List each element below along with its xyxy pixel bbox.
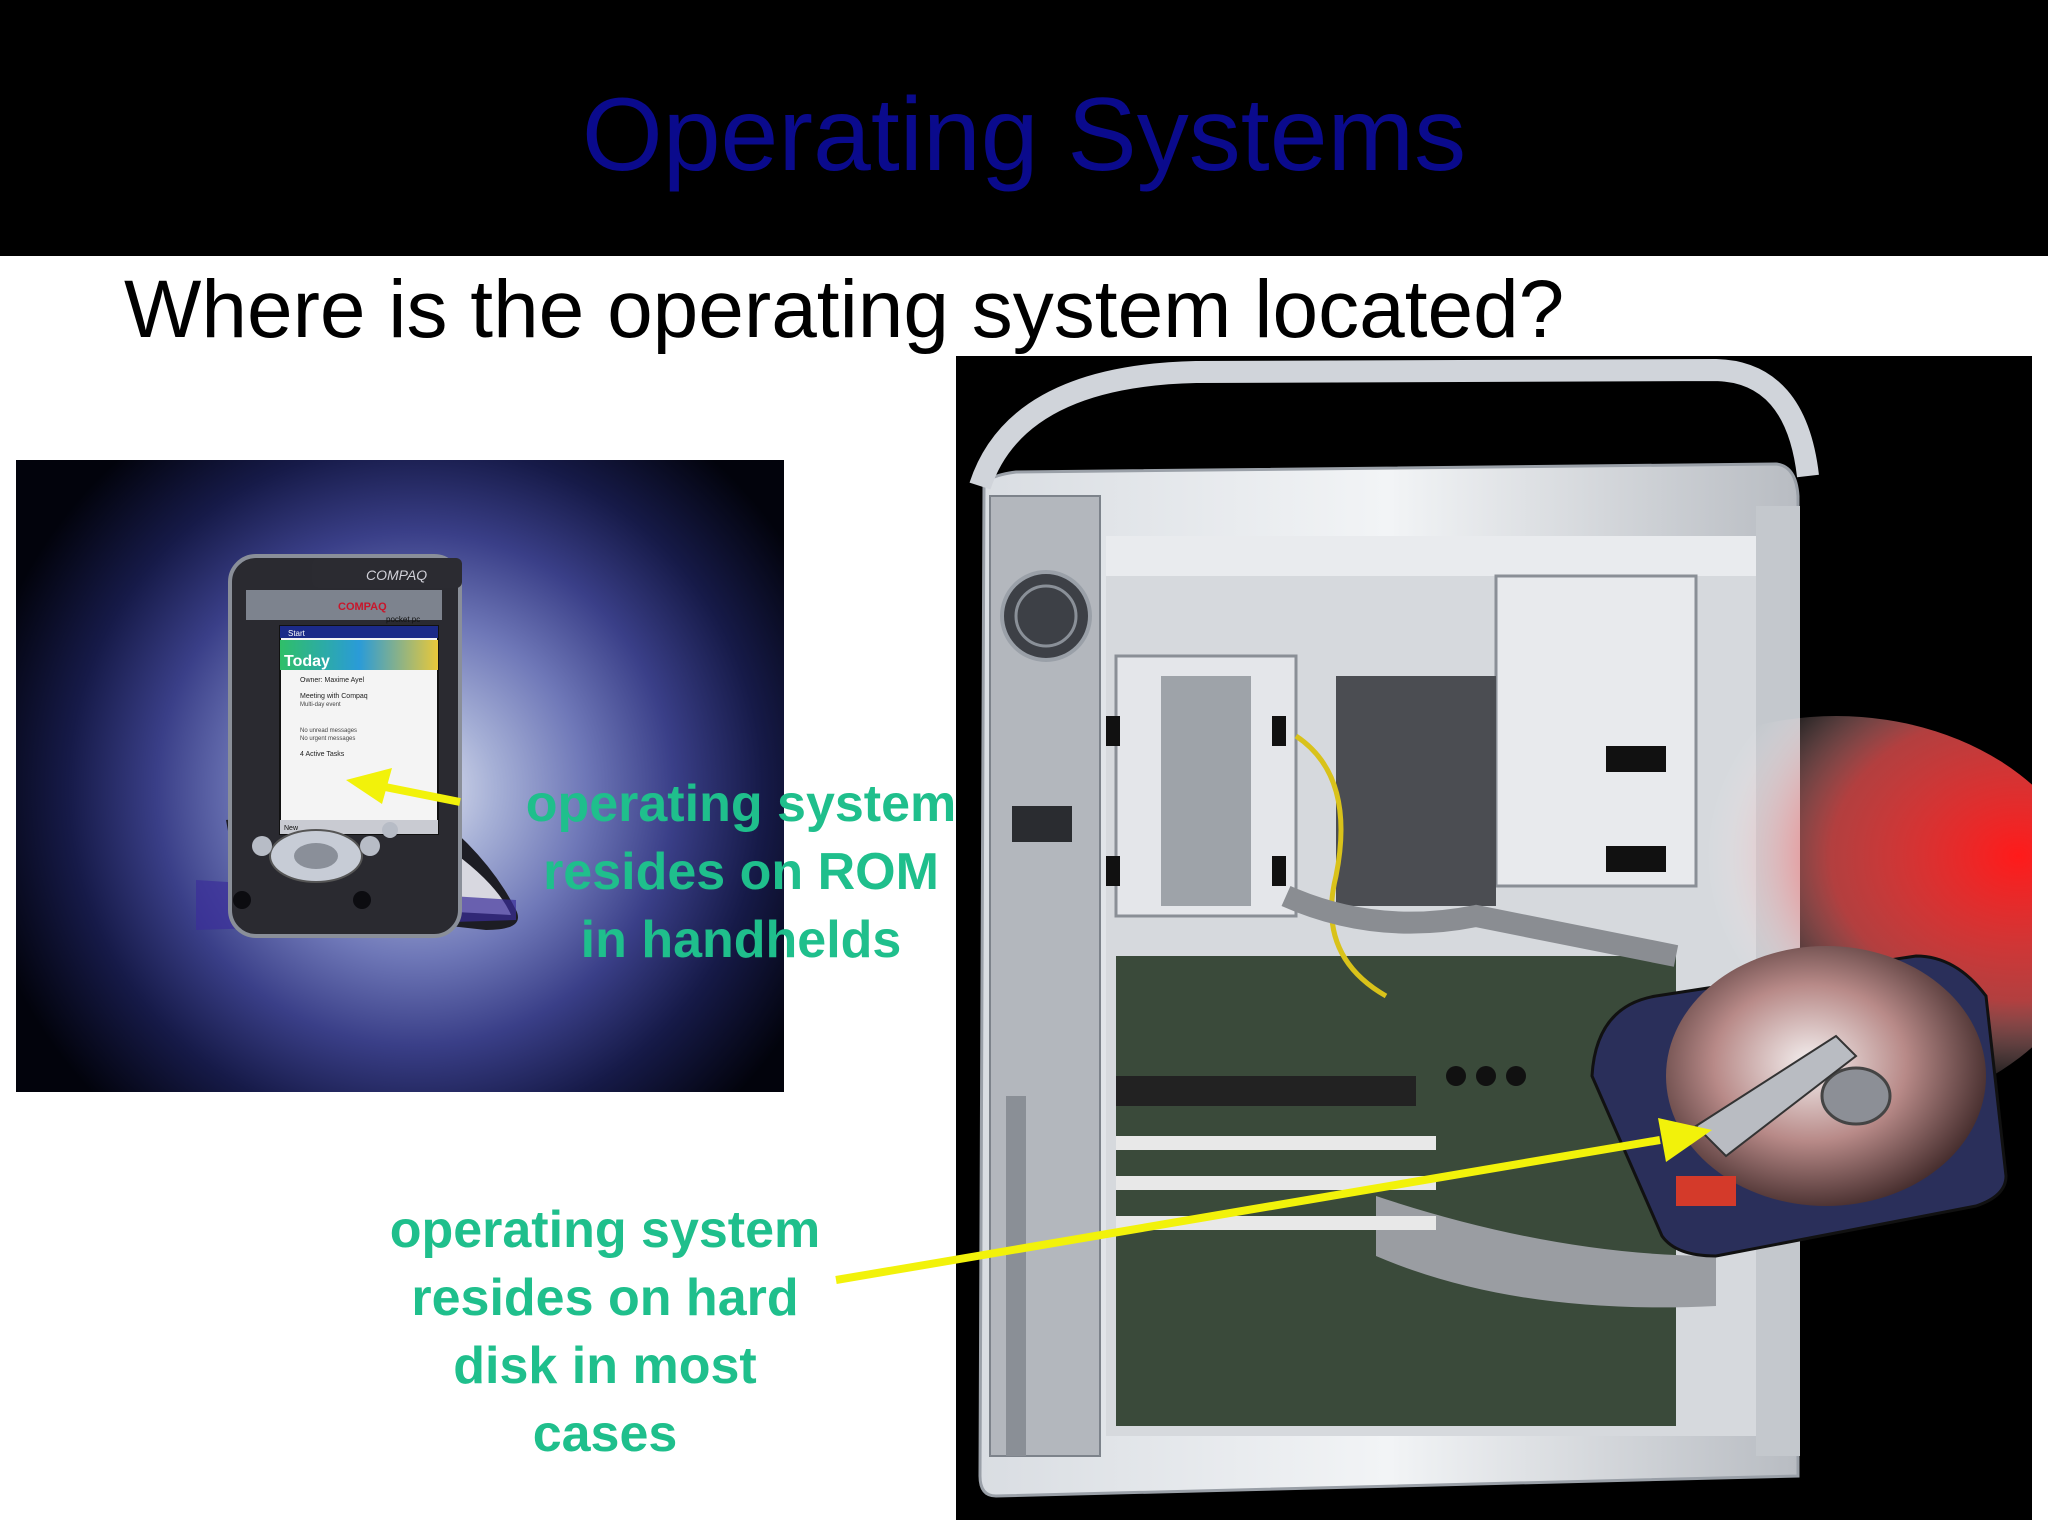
- pda-top-cap: [312, 558, 462, 588]
- yellow-cable: [1294, 733, 1388, 999]
- cable-area: [1336, 676, 1496, 906]
- pda-messages-1: No unread messages: [300, 728, 357, 734]
- arrow-to-hard-disk: [835, 1118, 1712, 1284]
- pda-brand-face: COMPAQ: [338, 601, 387, 613]
- pda-messages-2: No urgent messages: [300, 736, 355, 742]
- pc-tower-photo: [956, 356, 2032, 1520]
- cage-slot-4: [1272, 856, 1286, 886]
- callout-hdd-line-3: disk in most: [453, 1337, 757, 1395]
- pda-new: New: [284, 825, 299, 832]
- cage-slot-2: [1106, 856, 1120, 886]
- hard-disk-connector: [1676, 1176, 1736, 1206]
- ribbon-cable-1: [1281, 885, 1679, 967]
- pda-nav-center: [294, 843, 338, 869]
- capacitor-1: [1446, 1066, 1466, 1086]
- pc-tower-illustration: [969, 358, 2032, 1498]
- arrow-to-pda-rom: [346, 768, 461, 806]
- capacitor-3: [1506, 1066, 1526, 1086]
- hard-disk-spindle: [1820, 1066, 1892, 1126]
- pda-button-1: [252, 836, 272, 856]
- pda-hole-1: [233, 891, 251, 909]
- bay-slot-1: [1606, 746, 1666, 772]
- ribbon-cable-2: [1376, 1196, 1716, 1308]
- pda-start: Start: [288, 629, 306, 638]
- callout-rom: operating system resides on ROM in handh…: [496, 770, 986, 974]
- pda-header-strip: [246, 590, 442, 620]
- motherboard: [1116, 956, 1676, 1426]
- pda-illustration: COMPAQ COMPAQ pocket pc Start Today Owne…: [196, 554, 518, 938]
- callout-rom-line-3: in handhelds: [580, 911, 902, 969]
- slot-brackets: [1006, 1096, 1026, 1456]
- pda-screen-titlebar: [280, 626, 438, 638]
- cage-slot-1: [1106, 716, 1120, 746]
- pda-button-3: [382, 822, 398, 838]
- pda-model: pocket pc: [386, 615, 420, 624]
- pci-slot-1: [1116, 1136, 1436, 1150]
- pci-slot-2: [1116, 1176, 1436, 1190]
- pda-meeting: Meeting with Compaq: [300, 693, 368, 700]
- callout-hdd-line-4: cases: [532, 1405, 678, 1463]
- pda-today: Today: [284, 653, 330, 670]
- drive-plate: [1161, 676, 1251, 906]
- callout-rom-line-1: operating system: [525, 775, 957, 833]
- pda-photo: COMPAQ COMPAQ pocket pc Start Today Owne…: [16, 460, 784, 1092]
- power-socket: [1012, 806, 1072, 842]
- callout-hdd-line-1: operating system: [389, 1201, 821, 1259]
- case-top-rim: [969, 358, 1819, 490]
- slide-question: Where is the operating system located?: [124, 264, 1565, 355]
- pda-tasks: 4 Active Tasks: [300, 751, 345, 758]
- pda-hole-2: [353, 891, 371, 909]
- pda-today-banner: [280, 640, 438, 670]
- agp-card: [1116, 1076, 1416, 1106]
- pda-event: Multi-day event: [300, 702, 341, 708]
- hard-disk-arm: [1694, 1034, 1858, 1158]
- slide-title: Operating Systems: [581, 77, 1467, 193]
- psu-fan-grill: [1014, 584, 1078, 648]
- interior-top-shelf: [1106, 536, 1796, 576]
- callout-hard-disk: operating system resides on hard disk in…: [330, 1196, 880, 1468]
- callout-hdd-line-2: resides on hard: [411, 1269, 799, 1327]
- pda-button-2: [360, 836, 380, 856]
- cage-slot-3: [1272, 716, 1286, 746]
- callout-rom-line-2: resides on ROM: [543, 843, 939, 901]
- pda-brand-top: COMPAQ: [366, 567, 427, 583]
- title-band: Operating Systems: [0, 0, 2048, 256]
- pda-owner: Owner: Maxime Ayel: [300, 677, 365, 684]
- capacitor-2: [1476, 1066, 1496, 1086]
